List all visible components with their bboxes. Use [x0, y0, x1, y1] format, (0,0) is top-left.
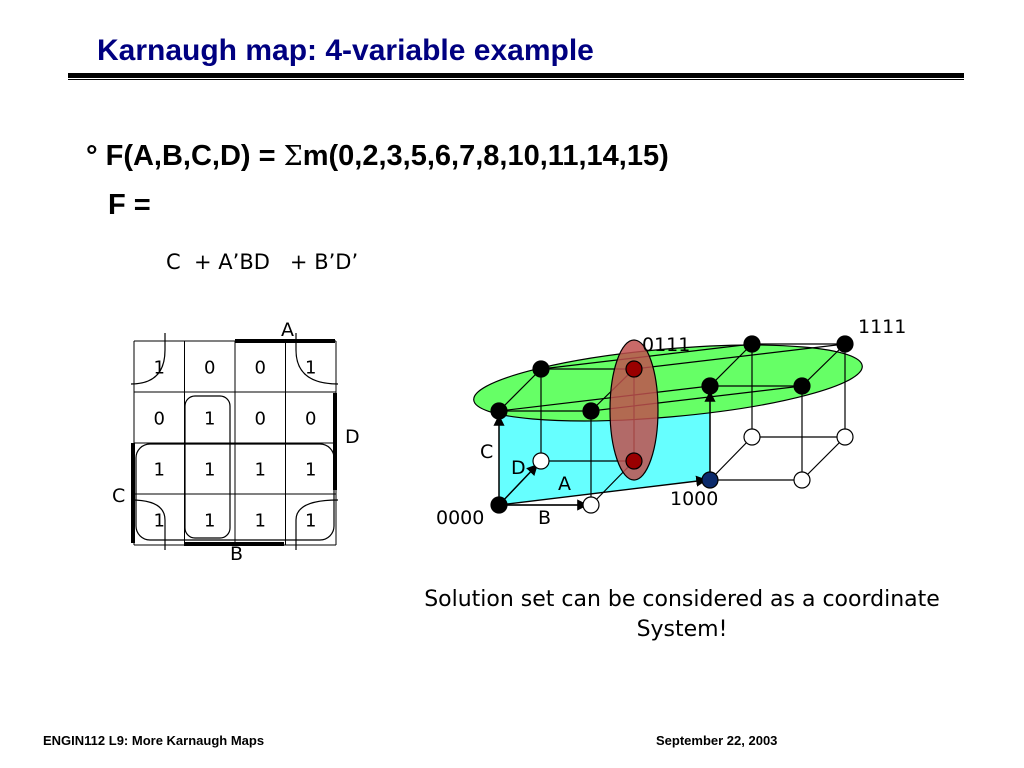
footer-course: ENGIN112 L9: More Karnaugh Maps: [43, 733, 265, 748]
vertex-1110: [743, 335, 761, 353]
cube-axis-label-d: D: [511, 457, 526, 479]
function-prefix: F(A,B,C,D) =: [105, 140, 284, 172]
kmap-label-c: C: [112, 485, 125, 507]
vertex-0001: [582, 496, 600, 514]
vertex-0101: [625, 452, 643, 470]
axis-arrow-a: [498, 475, 708, 506]
vertex-0010: [490, 402, 508, 420]
vertex-0000: [490, 496, 508, 514]
kmap-cell: 1: [204, 460, 215, 481]
cube-axis-label-c: C: [480, 441, 493, 463]
caption: Solution set can be considered as a coor…: [382, 585, 982, 645]
kmap-cell: 0: [154, 409, 165, 430]
vertex-1000: [701, 471, 719, 489]
kmap-cells: 1 0 0 1 0 1 0 0 1 1 1 1 1 1 1 1: [154, 358, 317, 532]
kmap-cell: 1: [154, 511, 165, 532]
vertex-label-1000: 1000: [670, 488, 718, 510]
vertex-label-1111: 1111: [858, 316, 906, 338]
kmap-group-abd: [184, 395, 231, 539]
vertex-1010: [701, 377, 719, 395]
slide-title: Karnaugh map: 4-variable example: [97, 34, 594, 67]
kmap-cell: 1: [305, 460, 316, 481]
simplified-expression: C + A’BD + B’D’: [166, 250, 359, 274]
kmap-cell: 0: [255, 409, 266, 430]
kmap-cell: 1: [154, 460, 165, 481]
vertex-0110: [532, 360, 550, 378]
vertex-1001: [793, 471, 811, 489]
vertex-1111: [836, 335, 854, 353]
kmap-cell: 0: [255, 358, 266, 379]
kmap-cell: 1: [204, 409, 215, 430]
kmap-cell: 1: [255, 511, 266, 532]
cube-axis-label-b: B: [538, 507, 551, 529]
vertex-1101: [836, 428, 854, 446]
cube-axis-label-a: A: [558, 473, 571, 495]
vertex-0111: [625, 360, 643, 378]
f-equals-label: F =: [108, 189, 151, 221]
kmap-cell: 1: [305, 358, 316, 379]
kmap-group-bd-corner-br: [295, 499, 339, 550]
kmap-cell: 0: [305, 409, 316, 430]
title-rule: [68, 73, 964, 78]
kmap-label-b: B: [230, 543, 243, 565]
vertex-0011: [582, 402, 600, 420]
a-prime-bd-ellipse: [609, 339, 659, 481]
kmap-cell: 1: [204, 511, 215, 532]
vertex-1100: [743, 428, 761, 446]
vertex-0100: [532, 452, 550, 470]
kmap-cell: 1: [305, 511, 316, 532]
kmap-cell: 0: [204, 358, 215, 379]
kmap-label-a: A: [281, 319, 294, 341]
title-rule-thin: [68, 79, 964, 80]
bullet-marker: °: [86, 140, 98, 172]
footer-date: September 22, 2003: [656, 733, 778, 748]
vertex-label-0111: 0111: [642, 334, 690, 356]
caption-line-1: Solution set can be considered as a coor…: [424, 587, 940, 612]
kmap-group-bd-corner-bl: [130, 499, 166, 550]
kmap-group-bd-corner-tr: [295, 333, 339, 385]
minterm-list: m(0,2,3,5,6,7,8,10,11,14,15): [302, 140, 669, 172]
kmap-cell: 1: [255, 460, 266, 481]
kmap-group-c: [135, 443, 335, 541]
kmap-cell: 1: [154, 358, 165, 379]
caption-line-2: System!: [636, 617, 728, 642]
vertex-1011: [793, 377, 811, 395]
kmap-group-bd-corner-tl: [130, 333, 166, 385]
vertex-label-0000: 0000: [436, 507, 484, 529]
sigma-symbol: Σ: [283, 141, 303, 172]
function-definition: °F(A,B,C,D) = Σm(0,2,3,5,6,7,8,10,11,14,…: [86, 140, 669, 173]
kmap-label-d: D: [345, 426, 360, 448]
cube-vertices: [490, 335, 854, 514]
axis-arrow-d: [498, 463, 538, 506]
